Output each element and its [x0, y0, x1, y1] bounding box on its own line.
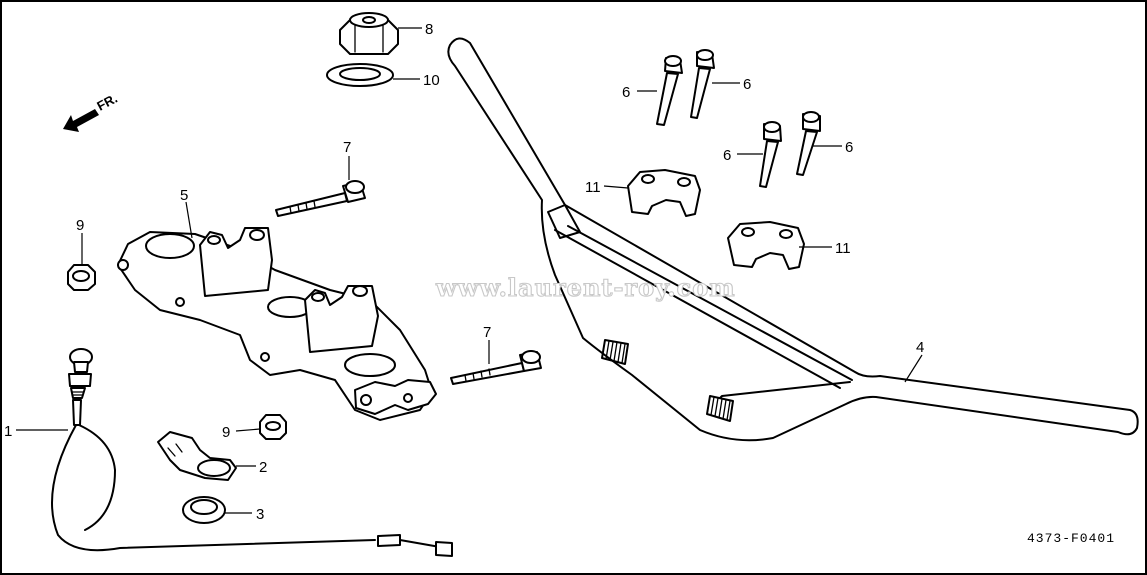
callout-6d: 6 — [845, 139, 853, 156]
callout-5: 5 — [180, 187, 188, 204]
watermark: www.laurent-roy.com — [435, 273, 736, 302]
holder-bolt-6a — [656, 55, 683, 126]
callout-10: 10 — [423, 72, 440, 89]
callout-9a: 9 — [76, 217, 84, 234]
handlebar — [447, 37, 1139, 442]
holder-bolt-6c — [759, 121, 782, 188]
choke-cable — [51, 348, 453, 557]
right-grip-knurl — [706, 395, 734, 422]
handlebar-upper-holder-2 — [727, 221, 805, 270]
callout-labels: 1 2 3 4 5 6 6 6 6 7 7 8 9 9 10 11 11 — [4, 21, 924, 523]
callout-11a: 11 — [585, 179, 601, 196]
callout-6b: 6 — [743, 76, 751, 93]
holder-bolt-lower — [450, 350, 542, 385]
holder-bolt-6d — [796, 111, 821, 176]
figure-code: 4373-F0401 — [1027, 531, 1115, 546]
holder-bolt-upper — [275, 180, 366, 217]
callout-2: 2 — [259, 459, 267, 476]
callout-6a: 6 — [622, 84, 630, 101]
handlebar-upper-holder-1 — [627, 169, 701, 217]
holder-bolt-6b — [690, 49, 715, 119]
callout-7a: 7 — [343, 139, 351, 156]
callout-4: 4 — [916, 339, 924, 356]
callout-9b: 9 — [222, 424, 230, 441]
callout-11b: 11 — [835, 240, 851, 257]
callout-3: 3 — [256, 506, 264, 523]
direction-label: FR. — [94, 91, 120, 114]
switch-cover — [157, 431, 237, 481]
callout-6c: 6 — [723, 147, 731, 164]
holder-right-bore — [344, 353, 396, 377]
stem-washer — [326, 63, 394, 87]
callout-7b: 7 — [483, 324, 491, 341]
grommet — [182, 496, 226, 524]
leader-lines — [16, 27, 923, 514]
stem-nut — [339, 12, 399, 55]
holder-left-bore — [145, 233, 195, 259]
left-grip-knurl — [601, 339, 629, 365]
flange-nut-lower — [259, 414, 287, 440]
callout-8: 8 — [425, 21, 433, 38]
callout-1: 1 — [4, 423, 12, 440]
front-direction-arrow: FR. — [63, 91, 120, 132]
handlebar-lower-holder — [117, 227, 437, 421]
flange-nut-upper — [67, 264, 96, 291]
